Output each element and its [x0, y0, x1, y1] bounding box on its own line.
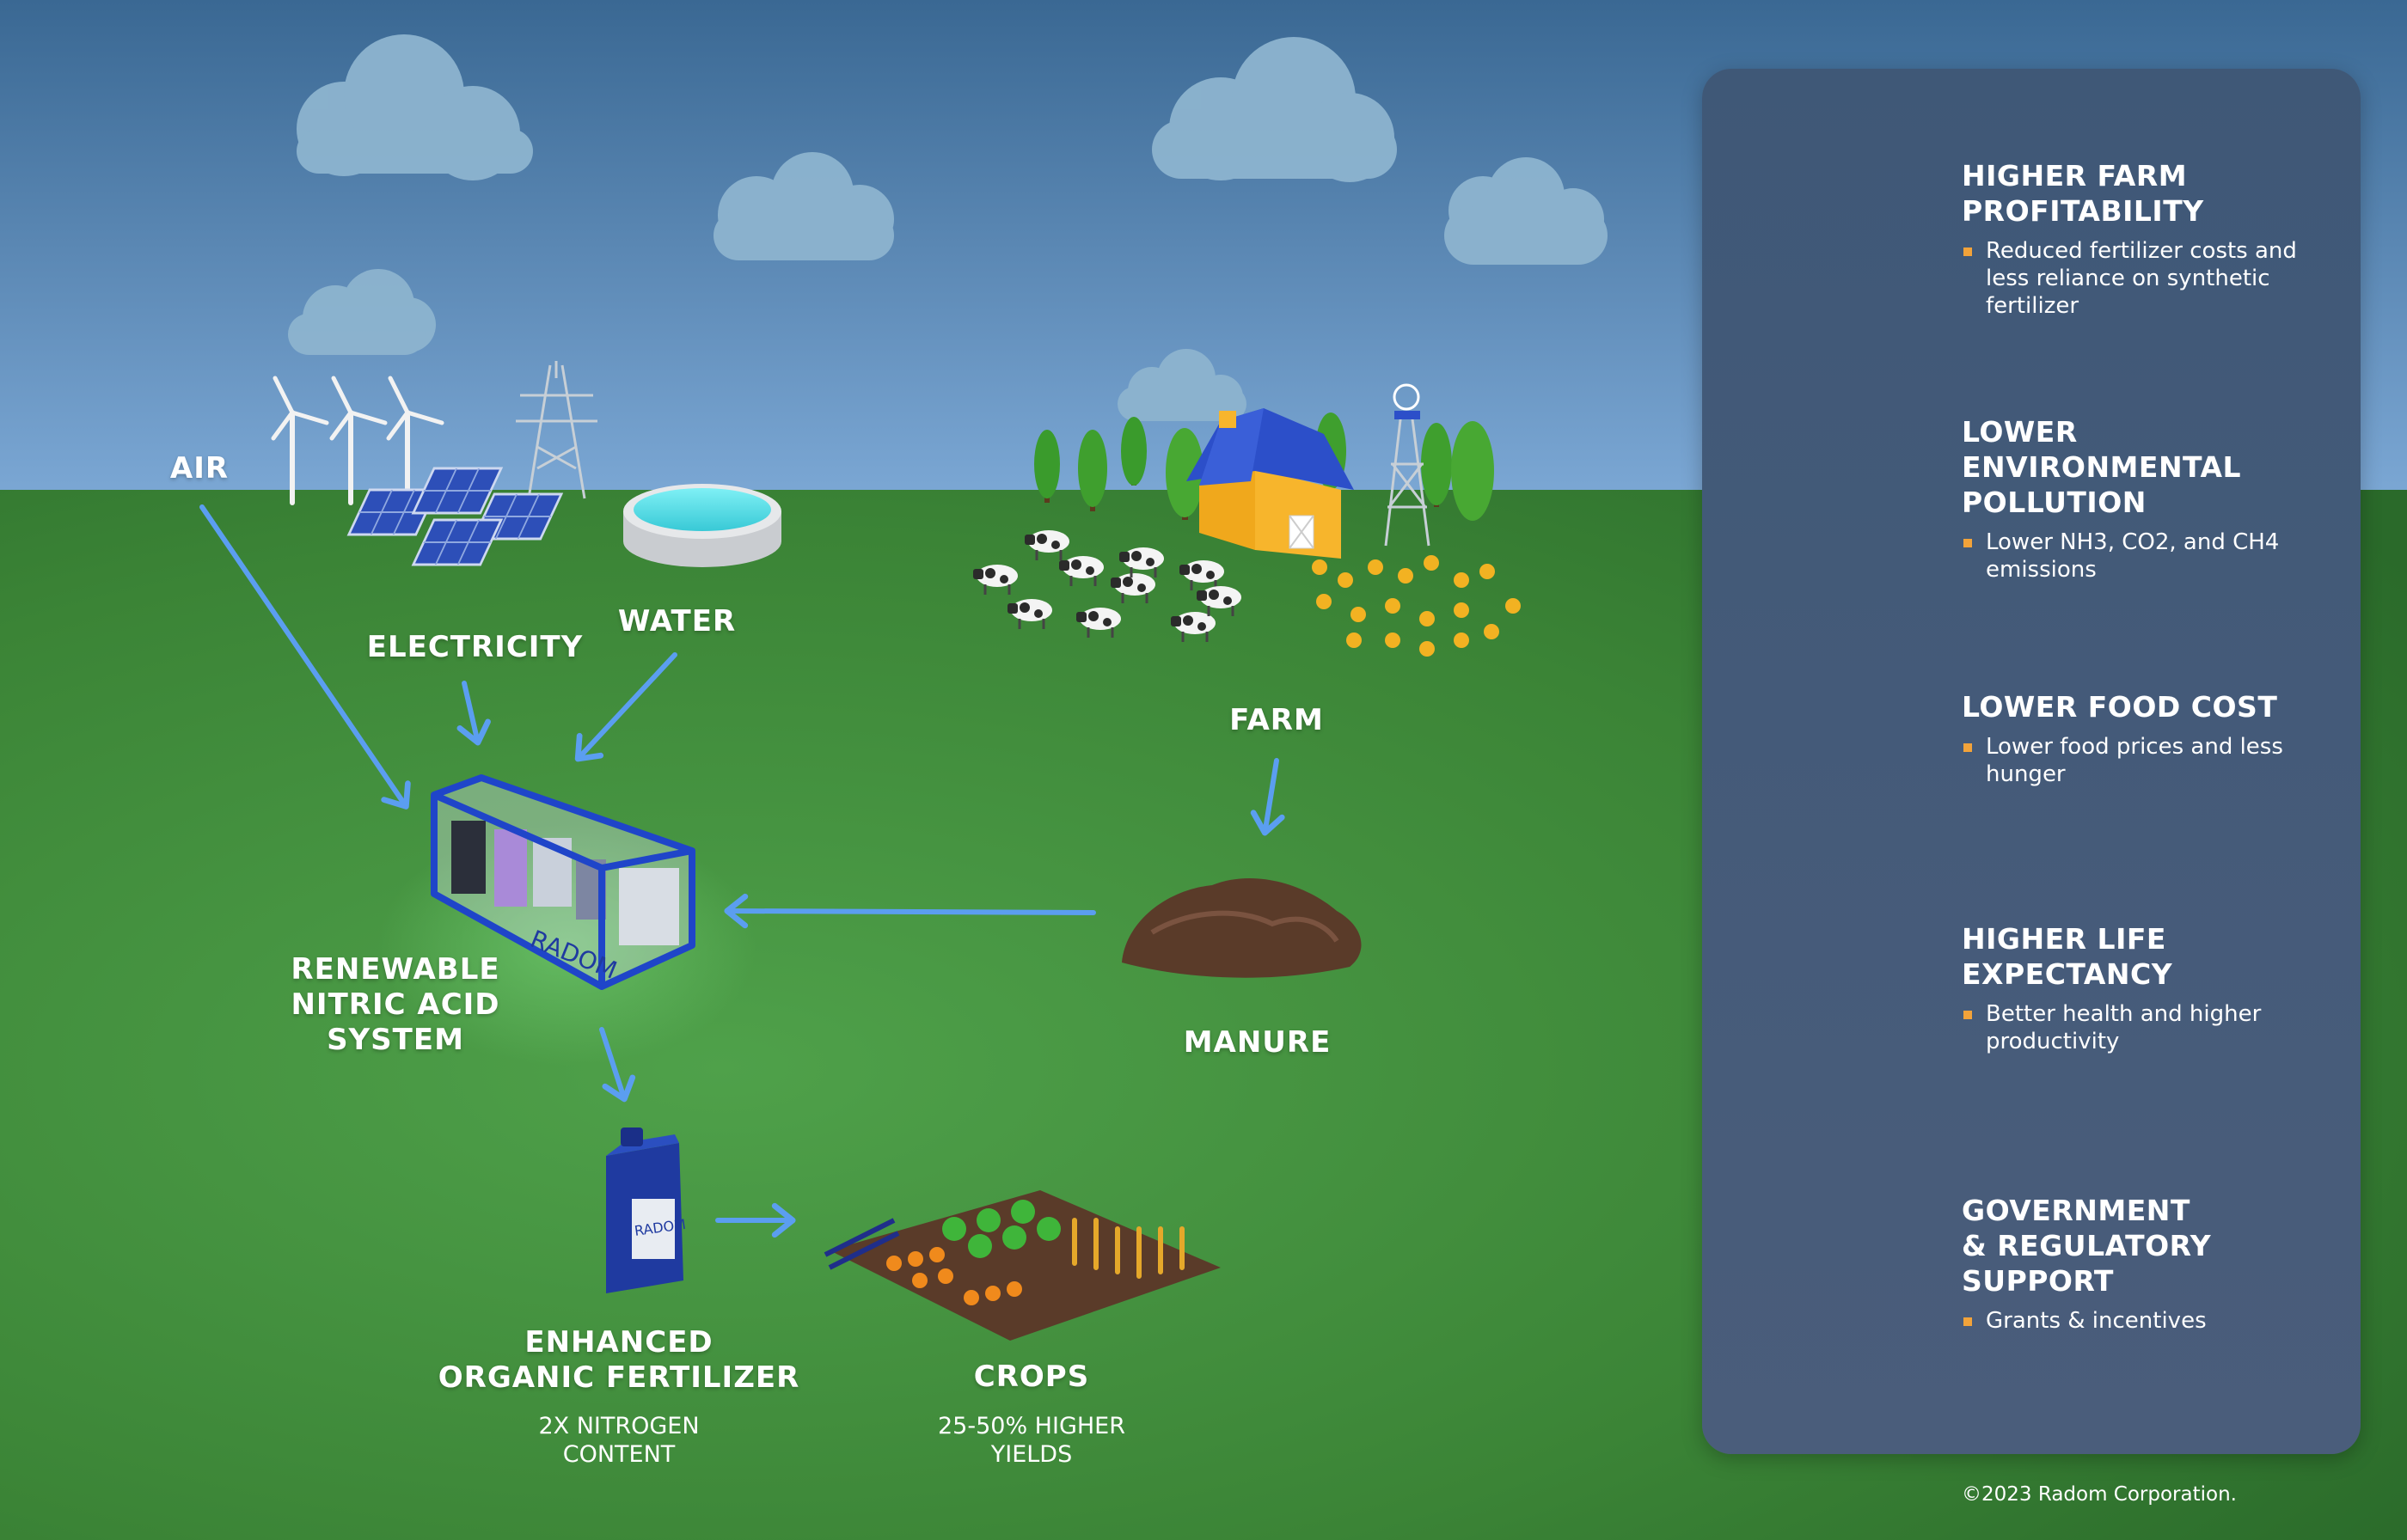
benefit-government-support: GOVERNMENT & REGULATORY SUPPORT Grants &…: [1962, 1193, 2340, 1335]
benefits-panel: [1702, 69, 2361, 1454]
benefit-environment: LOWER ENVIRONMENTAL POLLUTION Lower NH3,…: [1962, 414, 2340, 584]
fertilizer-note-line-2: CONTENT: [562, 1441, 676, 1468]
label-manure: MANURE: [1183, 1025, 1332, 1060]
label-fertilizer-line-1: ENHANCED: [524, 1325, 714, 1360]
label-system-line-3: SYSTEM: [327, 1023, 464, 1057]
benefit-title: HIGHER FARM PROFITABILITY: [1962, 158, 2340, 229]
fertilizer-note-line-1: 2X NITROGEN: [538, 1413, 700, 1439]
barn-icon: [1186, 408, 1354, 559]
benefit-title-line: POLLUTION: [1962, 486, 2147, 519]
label-fertilizer: ENHANCED ORGANIC FERTILIZER: [434, 1325, 804, 1396]
benefit-text: Lower food prices and less hunger: [1962, 733, 2340, 788]
manure-pile-icon: [1122, 877, 1362, 978]
benefit-text: Lower NH3, CO2, and CH4 emissions: [1962, 529, 2340, 584]
flow-arrows: [199, 504, 1285, 1238]
benefit-title-line: EXPECTANCY: [1962, 957, 2173, 991]
clouds: [288, 34, 1608, 421]
cows-icon: [973, 530, 1241, 642]
benefit-title-line: GOVERNMENT: [1962, 1194, 2190, 1227]
arrow-system-to-fertilizer: [599, 1027, 636, 1103]
benefit-title-line: PROFITABILITY: [1962, 194, 2204, 228]
benefit-title: HIGHER LIFE EXPECTANCY: [1962, 921, 2340, 992]
solar-panels-icon: [346, 467, 564, 566]
power-pylon-icon: [516, 361, 597, 499]
label-crops: CROPS: [973, 1360, 1090, 1394]
crops-note-line-1: 25-50% HIGHER: [937, 1413, 1125, 1439]
trees-icon: [1034, 412, 1494, 521]
benefit-life-expectancy: HIGHER LIFE EXPECTANCY Better health and…: [1962, 921, 2340, 1055]
copyright-text: ©2023 Radom Corporation.: [1962, 1483, 2237, 1506]
label-system-line-2: NITRIC ACID: [291, 987, 500, 1022]
benefit-food-cost: LOWER FOOD COST Lower food prices and le…: [1962, 689, 2340, 788]
wind-turbines-icon: [271, 376, 444, 505]
benefit-title-line: HIGHER LIFE: [1962, 922, 2166, 956]
benefit-title-line: SUPPORT: [1962, 1264, 2114, 1298]
benefit-text: Grants & incentives: [1962, 1307, 2340, 1335]
crops-note: 25-50% HIGHER YIELDS: [911, 1412, 1152, 1469]
crops-note-line-2: YIELDS: [990, 1441, 1073, 1468]
benefit-title-line: & REGULATORY: [1962, 1229, 2212, 1262]
label-water: WATER: [617, 604, 737, 639]
fertilizer-note: 2X NITROGEN CONTENT: [481, 1412, 756, 1469]
arrow-electricity-to-system: [456, 681, 491, 746]
benefit-title-line: HIGHER FARM: [1962, 159, 2188, 192]
label-system: RENEWABLE NITRIC ACID SYSTEM: [266, 952, 524, 1058]
arrow-air-to-system: [199, 504, 411, 810]
label-electricity: ELECTRICITY: [366, 630, 584, 664]
arrow-farm-to-manure: [1250, 758, 1285, 836]
label-system-line-1: RENEWABLE: [291, 952, 500, 987]
farm-windmill-icon: [1384, 383, 1430, 547]
benefit-profitability: HIGHER FARM PROFITABILITY Reduced fertil…: [1962, 158, 2340, 320]
label-farm: FARM: [1229, 703, 1324, 737]
label-air: AIR: [169, 451, 230, 486]
benefit-text: Reduced fertilizer costs and less relian…: [1962, 237, 2340, 320]
benefit-title: LOWER ENVIRONMENTAL POLLUTION: [1962, 414, 2340, 520]
benefit-title-line: ENVIRONMENTAL: [1962, 450, 2242, 484]
label-fertilizer-line-2: ORGANIC FERTILIZER: [438, 1360, 800, 1395]
chickens-icon: [1312, 555, 1521, 657]
fertilizer-jug-icon: RADOM: [606, 1128, 687, 1293]
benefit-title: GOVERNMENT & REGULATORY SUPPORT: [1962, 1193, 2340, 1299]
benefit-text: Better health and higher productivity: [1962, 1000, 2340, 1055]
water-reservoir-icon: [623, 484, 781, 567]
benefit-title: LOWER FOOD COST: [1962, 689, 2340, 724]
nitric-acid-container-icon: RADOM: [431, 774, 695, 990]
arrow-water-to-system: [574, 652, 677, 762]
crop-field-icon: [824, 1190, 1221, 1341]
benefit-title-line: LOWER: [1962, 415, 2078, 449]
arrow-manure-to-system: [724, 893, 1096, 929]
benefit-title-line: LOWER FOOD COST: [1962, 690, 2278, 724]
